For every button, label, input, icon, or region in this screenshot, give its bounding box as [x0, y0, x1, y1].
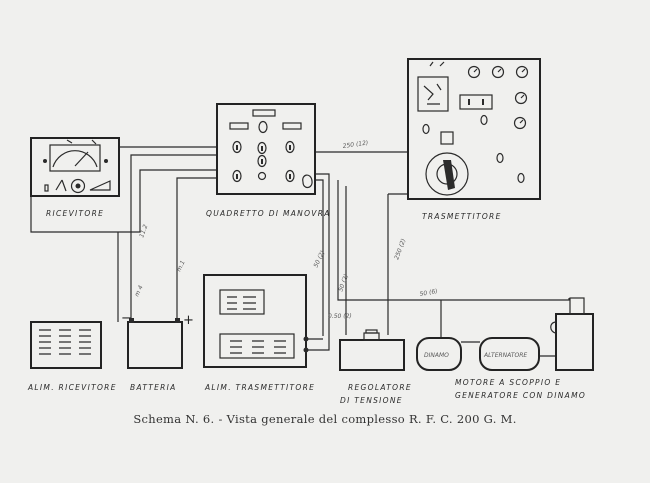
alternatore-box	[479, 337, 540, 371]
control-panel-box	[216, 103, 316, 195]
receiver-wedge	[89, 180, 111, 191]
transmitter-meter	[417, 76, 449, 112]
voltage-regulator-unit: REGOLATORE DI TENSIONE	[339, 329, 412, 405]
wire-label-center1: 50 (2)	[312, 250, 326, 269]
label-batteria: BATTERIA	[130, 383, 177, 392]
wire-annotations: 250 (12) 11.2 m 4 m.1 50 (2) 50 (2) 250 …	[133, 139, 438, 320]
wire-label-reg: 250 (2)	[393, 238, 407, 261]
label-ricevitore: RICEVITORE	[46, 209, 104, 218]
battery-box	[127, 321, 183, 369]
label-alim-trasmettitore: ALIM. TRASMETTITORE	[204, 383, 315, 392]
label-motore-1: MOTORE A SCOPPIO E	[455, 378, 561, 387]
label-regolatore-1: REGOLATORE	[348, 383, 412, 392]
wire-label-center2: 50 (2)	[337, 273, 350, 292]
receiver-supply-unit: ALIM. RICEVITORE	[27, 321, 117, 392]
receiver-meter	[49, 144, 101, 172]
wire-label-alim: 0.50 (2)	[328, 313, 352, 320]
figure-caption: Schema N. 6. - Vista generale del comple…	[133, 412, 517, 426]
wire-panel-alim2	[306, 173, 330, 351]
battery-plus-sign: +	[183, 313, 194, 328]
wire-label-left: 11.2	[138, 224, 149, 239]
wire-panel-alim1	[315, 179, 324, 336]
label-quadretto: QUADRETTO DI MANOVRA	[206, 209, 331, 218]
dinamo-box	[416, 337, 462, 371]
label-dinamo: DINAMO	[424, 352, 449, 359]
battery-neg-terminal	[129, 318, 134, 323]
engine-box	[555, 313, 594, 371]
wire-receiver-supply	[30, 169, 217, 233]
wire-label-250: 250 (12)	[342, 139, 368, 150]
wiring	[30, 146, 570, 357]
control-panel-unit: QUADRETTO DI MANOVRA	[206, 103, 331, 218]
transmitter-knob-handle	[443, 160, 455, 190]
wire-loop	[302, 174, 313, 189]
engine-head	[569, 297, 585, 315]
wire-battery-neg	[130, 154, 217, 322]
receiver-supply-vents	[39, 329, 91, 355]
receiver-needle	[74, 151, 89, 167]
regulator-box	[339, 339, 405, 371]
receiver-box	[30, 137, 120, 197]
receiver-unit: RICEVITORE	[30, 137, 120, 218]
label-alim-ricevitore: ALIM. RICEVITORE	[27, 383, 117, 392]
wire-panel-alternator	[337, 180, 570, 301]
receiver-supply-box	[30, 321, 102, 369]
label-regolatore-2: DI TENSIONE	[340, 396, 403, 405]
wire-battery-pos	[176, 177, 217, 322]
wire-label-alt: 50 (6)	[419, 288, 438, 298]
label-alternatore: ALTERNATORE	[483, 352, 527, 359]
wire-label-batt2: m.1	[175, 259, 186, 272]
transmitter-box	[407, 58, 541, 200]
battery-pos-terminal	[175, 318, 180, 323]
receiver-knob	[70, 178, 86, 194]
transmitter-supply-box	[203, 274, 307, 368]
transmitter-main-knob	[425, 152, 469, 196]
battery-unit: − + BATTERIA	[121, 311, 194, 392]
label-trasmettitore: TRASMETTITORE	[422, 212, 502, 221]
label-motore-2: GENERATORE CON DINAMO	[455, 391, 586, 400]
generator-group: DINAMO ALTERNATORE MOTORE A SCOPPIO E GE…	[416, 297, 594, 400]
transmitter-supply-unit: ALIM. TRASMETTITORE	[203, 274, 315, 392]
transmitter-unit: TRASMETTITORE	[407, 58, 541, 221]
receiver-meter-arc	[52, 150, 98, 168]
wire-label-batt1: m 4	[133, 284, 144, 298]
transmitter-display	[459, 94, 493, 110]
battery-minus-sign: −	[121, 311, 132, 326]
